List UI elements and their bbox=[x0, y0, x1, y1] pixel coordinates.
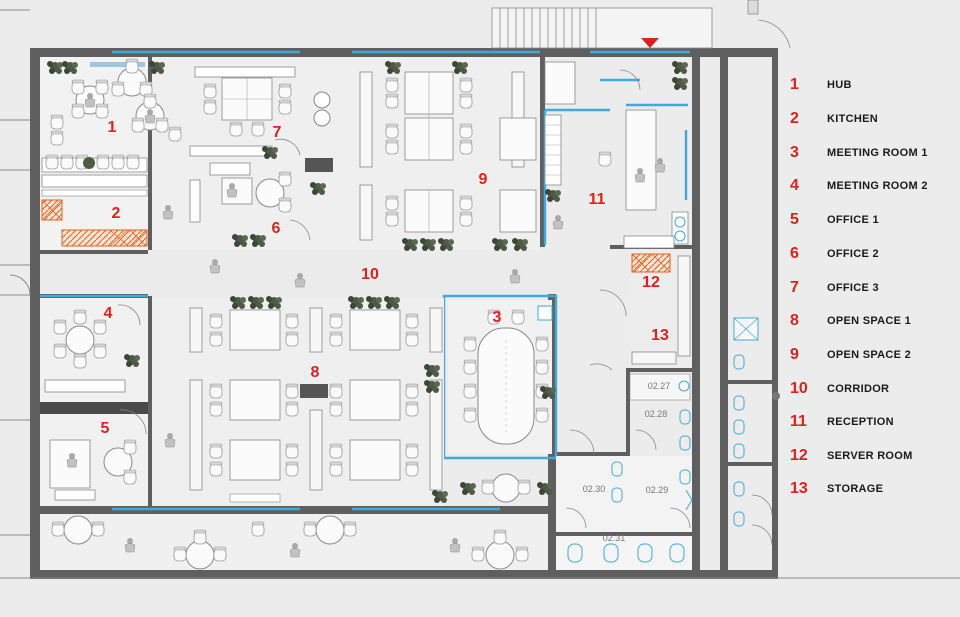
room-label-server-room: 12 bbox=[642, 274, 660, 291]
legend-number: 6 bbox=[790, 245, 799, 262]
room-label-storage: 13 bbox=[651, 327, 669, 344]
open-space-2-furniture bbox=[305, 61, 537, 251]
room-code-wc-3: 02.29 bbox=[645, 485, 669, 495]
office-1-furniture bbox=[40, 402, 148, 501]
legend-item: 9 OPEN SPACE 2 bbox=[790, 345, 911, 365]
hub-furniture bbox=[41, 58, 182, 188]
meeting-room-1-furniture bbox=[460, 305, 556, 503]
legend-label: RECEPTION bbox=[827, 416, 894, 428]
staircase bbox=[491, 0, 791, 49]
room-label-meeting-room-2: 4 bbox=[103, 305, 113, 322]
legend-item: 3 MEETING ROOM 1 bbox=[790, 143, 928, 163]
legend-item: 2 KITCHEN bbox=[790, 109, 878, 129]
legend-label: OPEN SPACE 1 bbox=[827, 315, 912, 327]
office-3-furniture bbox=[189, 66, 301, 159]
legend-item: 13 STORAGE bbox=[790, 479, 883, 499]
wc-fixtures bbox=[565, 317, 780, 563]
legend-number: 2 bbox=[790, 110, 799, 127]
legend-label: OFFICE 1 bbox=[827, 214, 879, 226]
legend-label: OFFICE 2 bbox=[827, 248, 879, 260]
legend-number: 8 bbox=[790, 312, 799, 329]
legend-item: 7 OFFICE 3 bbox=[790, 278, 879, 298]
reception-furniture bbox=[544, 61, 689, 245]
legend-item: 1 HUB bbox=[790, 75, 852, 95]
room-label-corridor: 10 bbox=[361, 266, 379, 283]
legend-label: HUB bbox=[827, 79, 852, 91]
room-code-wc-2: 02.28 bbox=[644, 409, 668, 419]
room-code-wc-4: 02.30 bbox=[582, 484, 606, 494]
open-space-1-furniture bbox=[164, 296, 448, 503]
legend-item: 6 OFFICE 2 bbox=[790, 244, 879, 264]
kitchen-furniture bbox=[41, 189, 174, 247]
exterior-details bbox=[0, 9, 960, 579]
meeting-room-2-furniture bbox=[44, 304, 141, 393]
legend-number: 1 bbox=[790, 76, 799, 93]
room-label-open-space-2: 9 bbox=[478, 171, 488, 188]
legend-number: 7 bbox=[790, 279, 799, 296]
room-code-wc-1: 02.27 bbox=[647, 381, 671, 391]
legend-item: 8 OPEN SPACE 1 bbox=[790, 311, 911, 331]
legend-label: SERVER ROOM bbox=[827, 450, 913, 462]
legend-number: 9 bbox=[790, 346, 799, 363]
room-label-meeting-room-1: 3 bbox=[492, 309, 502, 326]
arrow-down-icon bbox=[641, 38, 659, 48]
legend-item: 4 MEETING ROOM 2 bbox=[790, 176, 928, 196]
legend-label: MEETING ROOM 1 bbox=[827, 147, 928, 159]
legend-label: MEETING ROOM 2 bbox=[827, 180, 928, 192]
room-label-office-2: 6 bbox=[271, 220, 281, 237]
legend-label: OPEN SPACE 2 bbox=[827, 349, 912, 361]
room-label-hub: 1 bbox=[107, 119, 117, 136]
legend-item: 11 RECEPTION bbox=[790, 412, 894, 432]
legend-item: 10 CORRIDOR bbox=[790, 379, 889, 399]
server-storage-furniture bbox=[589, 235, 691, 371]
legend-number: 12 bbox=[790, 447, 808, 464]
legend-label: OFFICE 3 bbox=[827, 282, 879, 294]
room-label-reception: 11 bbox=[588, 191, 606, 208]
legend-number: 4 bbox=[790, 177, 799, 194]
room-label-office-1: 5 bbox=[100, 420, 110, 437]
room-label-office-3: 7 bbox=[272, 124, 282, 141]
legend-number: 13 bbox=[790, 480, 808, 497]
legend-number: 11 bbox=[790, 413, 807, 430]
legend-number: 10 bbox=[790, 380, 808, 397]
legend-label: KITCHEN bbox=[827, 113, 878, 125]
room-label-kitchen: 2 bbox=[111, 205, 121, 222]
legend-number: 5 bbox=[790, 211, 799, 228]
legend-item: 5 OFFICE 1 bbox=[790, 210, 879, 230]
legend-label: STORAGE bbox=[827, 483, 884, 495]
legend-label: CORRIDOR bbox=[827, 383, 890, 395]
legend-item: 12 SERVER ROOM bbox=[790, 446, 913, 466]
legend-number: 3 bbox=[790, 144, 799, 161]
room-label-open-space-1: 8 bbox=[310, 364, 320, 381]
office-2-furniture bbox=[189, 162, 311, 247]
room-code-wc-5: 02.31 bbox=[602, 533, 626, 543]
